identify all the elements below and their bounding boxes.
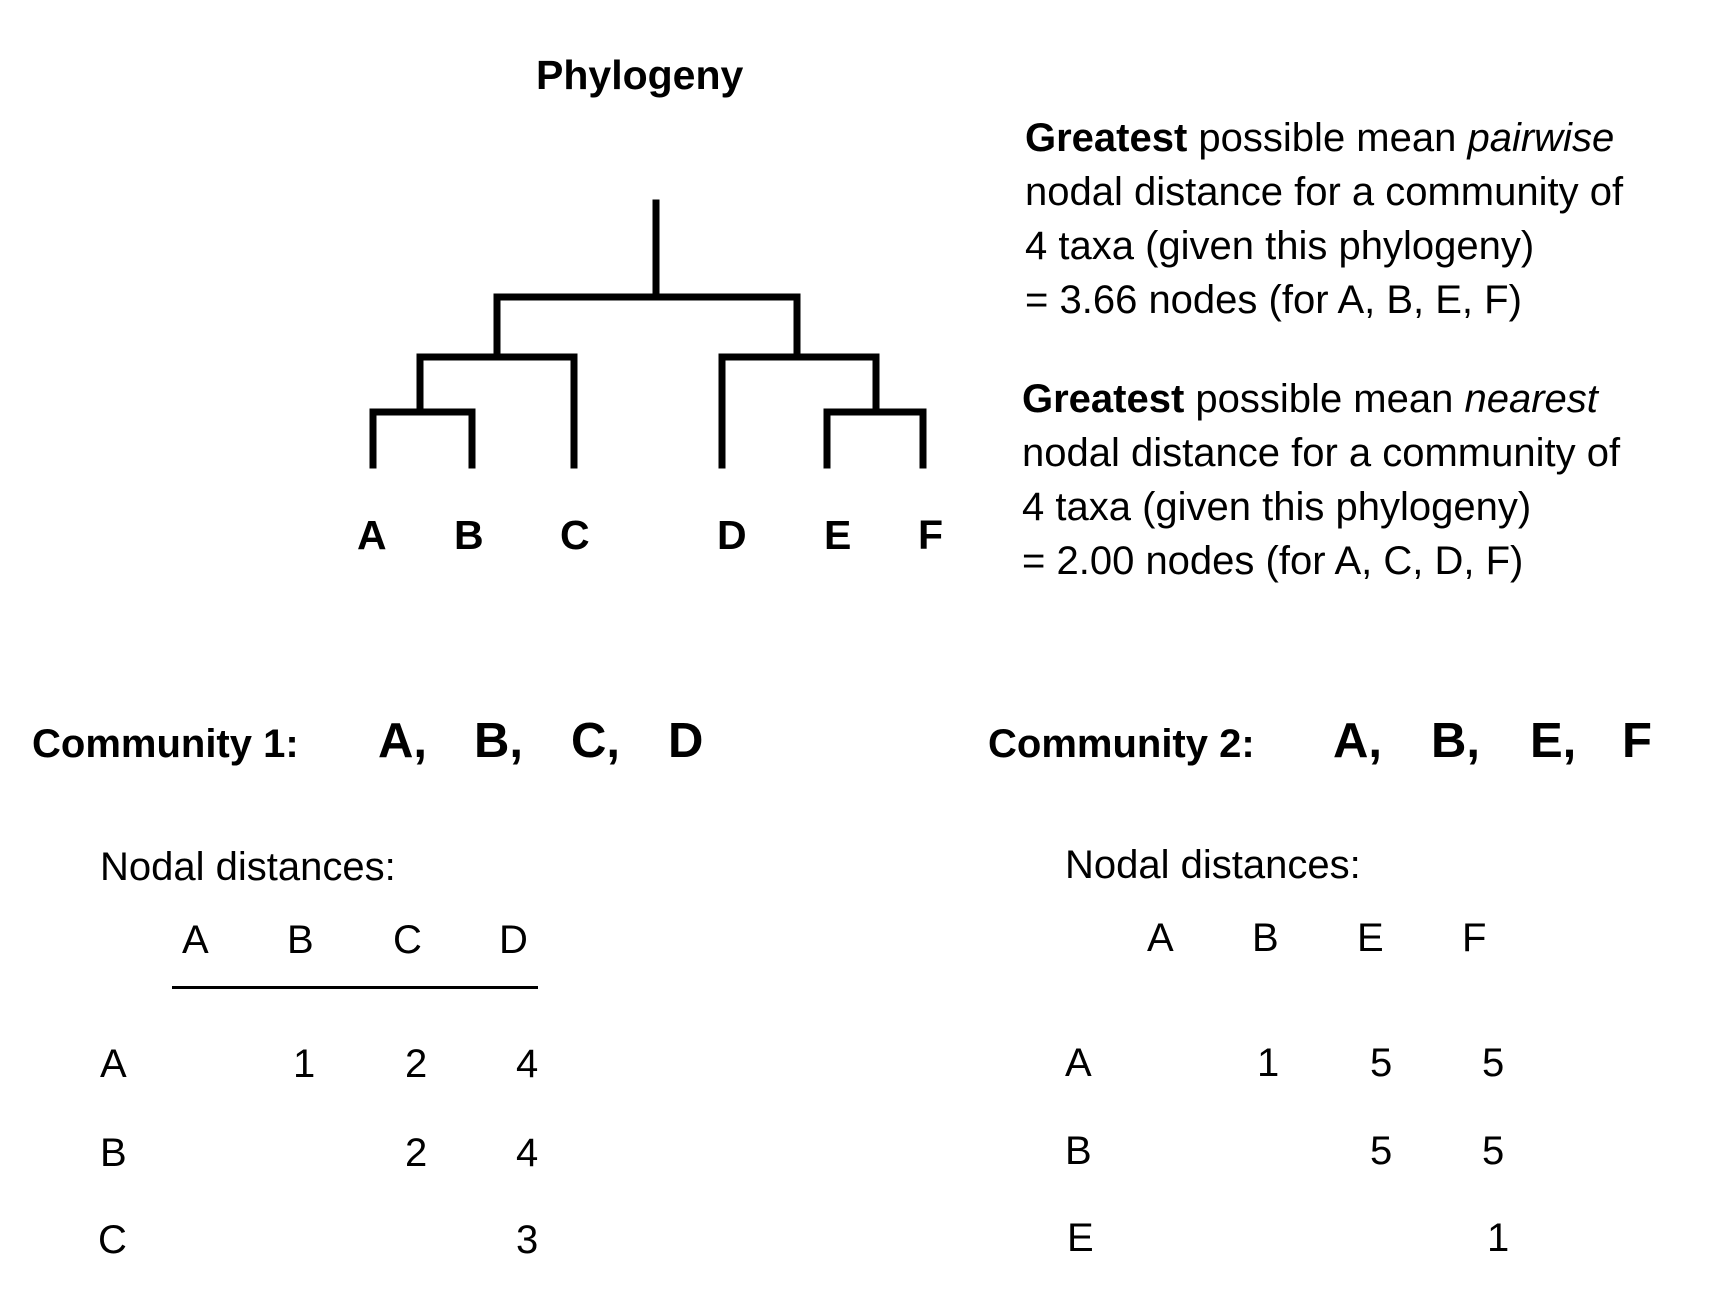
community-1-taxon: D [668,714,704,768]
distance-cell: 1 [1257,1041,1280,1085]
note-line: 4 taxa (given this phylogeny) [1025,224,1535,268]
community-1-taxon: C, [571,714,620,768]
distance-cell: 5 [1482,1129,1505,1173]
community-2-taxon: F [1622,714,1652,768]
community-1-taxon: B, [474,714,523,768]
pairwise-note: Greatest possible mean pairwise nodal di… [1025,111,1623,327]
distance-cell: 1 [293,1042,316,1086]
note-line: nodal distance for a community of [1022,431,1621,475]
community-2-taxon: A, [1333,714,1382,768]
row-header: B [1065,1129,1092,1173]
distance-cell: 5 [1370,1129,1393,1173]
phylogeny-title: Phylogeny [536,52,744,98]
col-header: B [1252,916,1279,960]
col-header: B [287,918,314,962]
note-line: = 2.00 nodes (for A, C, D, F) [1022,539,1524,583]
note-line: = 3.66 nodes (for A, B, E, F) [1025,278,1522,322]
distance-cell: 1 [1487,1216,1510,1260]
phylogeny-tree [369,199,927,469]
note-line: nodal distance for a community of [1025,170,1624,214]
community-2-label: Community 2: [988,722,1255,766]
col-header: A [1147,916,1174,960]
note-line: Greatest possible mean nearest [1022,372,1620,426]
col-header: A [182,918,209,962]
tip-label: A [357,512,387,558]
distance-cell: 5 [1482,1041,1505,1085]
tip-label: D [717,512,747,558]
col-header: F [1462,916,1487,960]
note-bold: Greatest [1022,377,1185,421]
row-header: C [98,1218,127,1262]
row-header: B [100,1131,127,1175]
distance-cell: 4 [516,1042,539,1086]
tip-label: F [918,512,944,558]
distance-cell: 5 [1370,1041,1393,1085]
header-rule [172,986,538,989]
community-1-label: Community 1: [32,722,299,766]
tip-label: C [560,512,590,558]
col-header: C [393,918,422,962]
note-line: Greatest possible mean pairwise [1025,111,1623,165]
distance-cell: 2 [405,1042,428,1086]
row-header: A [100,1042,127,1086]
col-header: D [499,918,528,962]
note-text: possible mean [1187,116,1468,160]
note-bold: Greatest [1025,116,1188,160]
community-2-taxon: E, [1530,714,1577,768]
note-text: possible mean [1184,377,1465,421]
note-line: 4 taxa (given this phylogeny) [1022,485,1532,529]
nearest-note: Greatest possible mean nearest nodal dis… [1022,372,1620,588]
community-2-taxon: B, [1431,714,1480,768]
distance-cell: 4 [516,1131,539,1175]
community-2-nodal-label: Nodal distances: [1065,843,1361,887]
distance-cell: 2 [405,1131,428,1175]
tip-label: E [824,512,852,558]
note-italic: nearest [1464,377,1598,421]
community-1-taxon: A, [378,714,427,768]
note-italic: pairwise [1467,116,1615,160]
distance-cell: 3 [516,1218,539,1262]
col-header: E [1357,916,1384,960]
row-header: E [1067,1216,1094,1260]
tip-label: B [454,512,484,558]
row-header: A [1065,1041,1092,1085]
community-1-nodal-label: Nodal distances: [100,845,396,889]
